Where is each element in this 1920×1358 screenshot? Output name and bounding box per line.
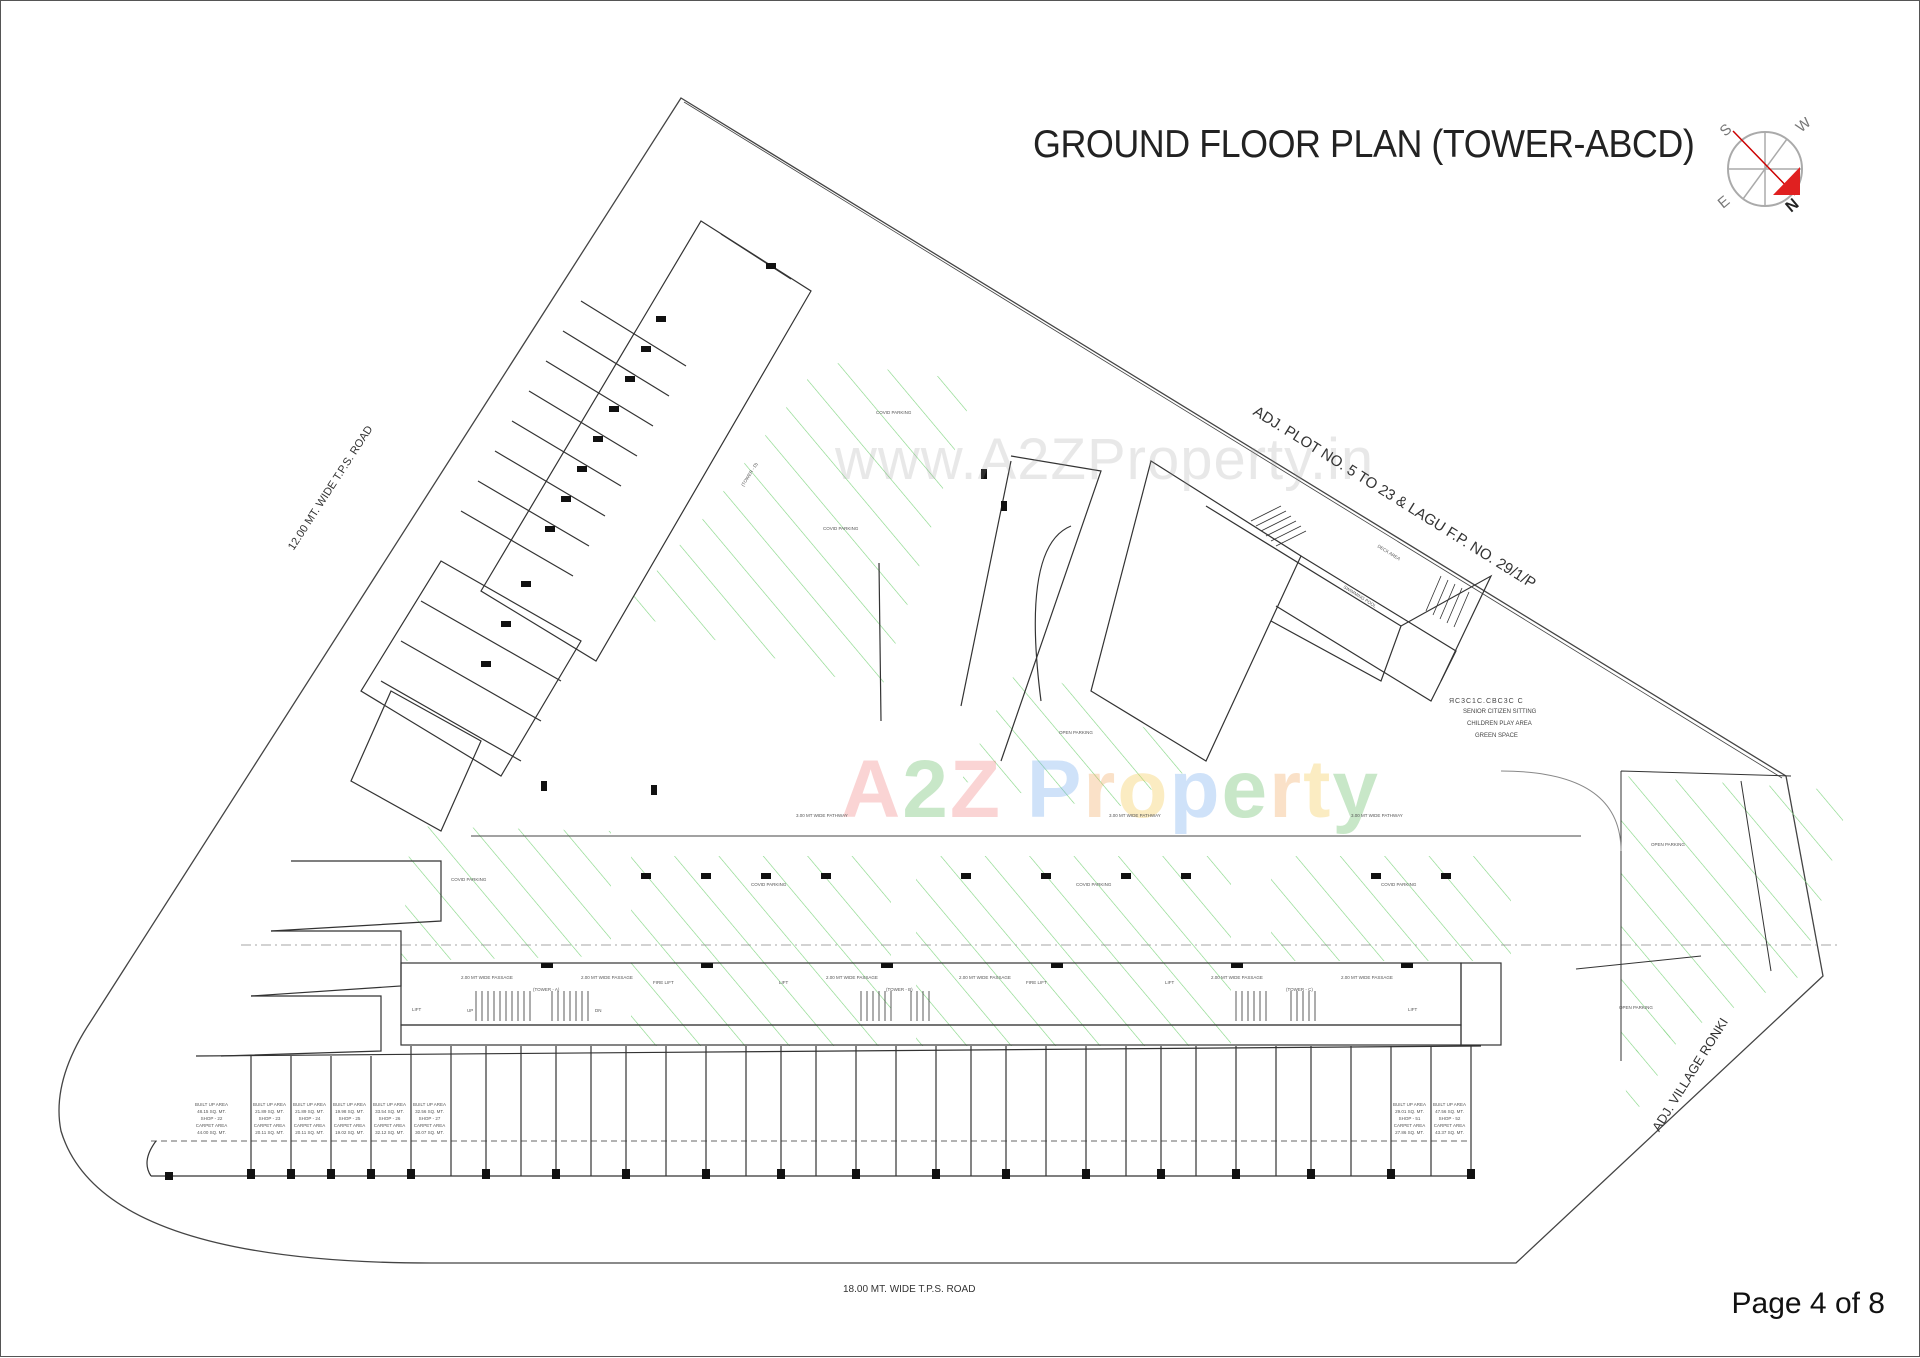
open-parking-label-3: OPEN PARKING bbox=[1619, 1005, 1653, 1010]
watermark-letter: y bbox=[1332, 744, 1380, 835]
watermark-brand: A2Z Property bbox=[841, 743, 1380, 837]
lift-label-c: LIFT bbox=[1165, 980, 1175, 985]
tower-b-label: (TOWER - B) bbox=[886, 987, 913, 992]
covid-parking-label-1: COVID PARKING bbox=[876, 410, 912, 415]
passage-label-6: 2.00 MT WIDE PASSAGE bbox=[1341, 975, 1393, 980]
covid-parking-label-6: COVID PARKING bbox=[1381, 882, 1417, 887]
open-parking-label-1: OPEN PARKING bbox=[1059, 730, 1093, 735]
watermark-letter: o bbox=[1117, 744, 1170, 835]
tower-c-label: (TOWER - C) bbox=[1286, 987, 1313, 992]
watermark-letter: r bbox=[1269, 744, 1304, 835]
watermark-letter: Z bbox=[949, 744, 1002, 835]
page-title: GROUND FLOOR PLAN (TOWER-ABCD) bbox=[1033, 123, 1695, 166]
bottom-columns bbox=[165, 469, 1475, 1180]
watermark-letter: 2 bbox=[902, 744, 950, 835]
tower-core-band bbox=[400, 962, 1502, 1046]
site-boundary bbox=[58, 97, 1824, 1264]
compass-w: W bbox=[1793, 117, 1815, 136]
driveway-curve bbox=[1500, 770, 1622, 852]
pathway-label-3: 3.00 MT WIDE PATHWAY bbox=[1351, 813, 1403, 818]
compass-s: S bbox=[1717, 121, 1736, 140]
passage-label-1: 2.00 MT WIDE PASSAGE bbox=[461, 975, 513, 980]
watermark-letter: e bbox=[1221, 744, 1270, 835]
amenity-green-space: GREEN SPACE bbox=[1475, 733, 1518, 739]
stair-up-a: UP bbox=[467, 1008, 474, 1013]
fire-lift-label-b: FIRE LIFT bbox=[1026, 980, 1047, 985]
watermark-letter: P bbox=[1026, 744, 1084, 835]
covid-parking-label-5: COVID PARKING bbox=[1076, 882, 1112, 887]
amenity-senior-citizen: SENIOR CITIZEN SITTING bbox=[1463, 709, 1537, 715]
lift-label-a: LIFT bbox=[412, 1007, 422, 1012]
wing-columns bbox=[481, 263, 776, 667]
amenities-heading: ЯC3C1C.CBC3C C bbox=[1449, 698, 1524, 705]
watermark-url: www.A2ZProperty.in bbox=[835, 427, 1375, 492]
amenity-children-play: CHILDREN PLAY AREA bbox=[1467, 721, 1532, 727]
watermark-letter: r bbox=[1083, 744, 1118, 835]
open-parking-label-2: OPEN PARKING bbox=[1651, 842, 1685, 847]
lift-label-d: LIFT bbox=[1408, 1007, 1418, 1012]
stairs bbox=[1250, 505, 1470, 628]
watermark-letter: p bbox=[1169, 744, 1222, 835]
pathway-label-2: 3.00 MT WIDE PATHWAY bbox=[1109, 813, 1161, 818]
watermark-letter bbox=[1002, 744, 1027, 835]
watermark-letter: A bbox=[841, 744, 903, 835]
left-shops bbox=[220, 860, 442, 1057]
passage-label-4: 2.00 MT WIDE PASSAGE bbox=[959, 975, 1011, 980]
stair-dn-a: DN bbox=[595, 1008, 602, 1013]
covid-parking-label-2: COVID PARKING bbox=[823, 526, 859, 531]
lift-label-b: LIFT bbox=[779, 980, 789, 985]
amenity-block bbox=[1090, 460, 1493, 762]
compass-e: E bbox=[1715, 193, 1733, 212]
watermark-letter: t bbox=[1303, 744, 1333, 835]
covid-parking-label-4: COVID PARKING bbox=[751, 882, 787, 887]
passage-label-3: 2.00 MT WIDE PASSAGE bbox=[826, 975, 878, 980]
tower-a-label: (TOWER - A) bbox=[533, 987, 560, 992]
pathway-label-1: 3.00 MT WIDE PATHWAY bbox=[796, 813, 848, 818]
passage-label-5: 2.00 MT WIDE PASSAGE bbox=[1211, 975, 1263, 980]
fire-lift-label-a: FIRE LIFT bbox=[653, 980, 674, 985]
stair-treads bbox=[475, 991, 1316, 1021]
page-indicator: Page 4 of 8 bbox=[1731, 1287, 1885, 1320]
hatched-parking-areas bbox=[401, 361, 1851, 1121]
east-area bbox=[1575, 770, 1792, 1061]
passage-label-2: 2.00 MT WIDE PASSAGE bbox=[581, 975, 633, 980]
covid-parking-label-3: COVID PARKING bbox=[451, 877, 487, 882]
north-compass-icon: S W E N bbox=[1715, 117, 1815, 216]
south-road-label: 18.00 MT. WIDE T.P.S. ROAD bbox=[843, 1284, 976, 1295]
